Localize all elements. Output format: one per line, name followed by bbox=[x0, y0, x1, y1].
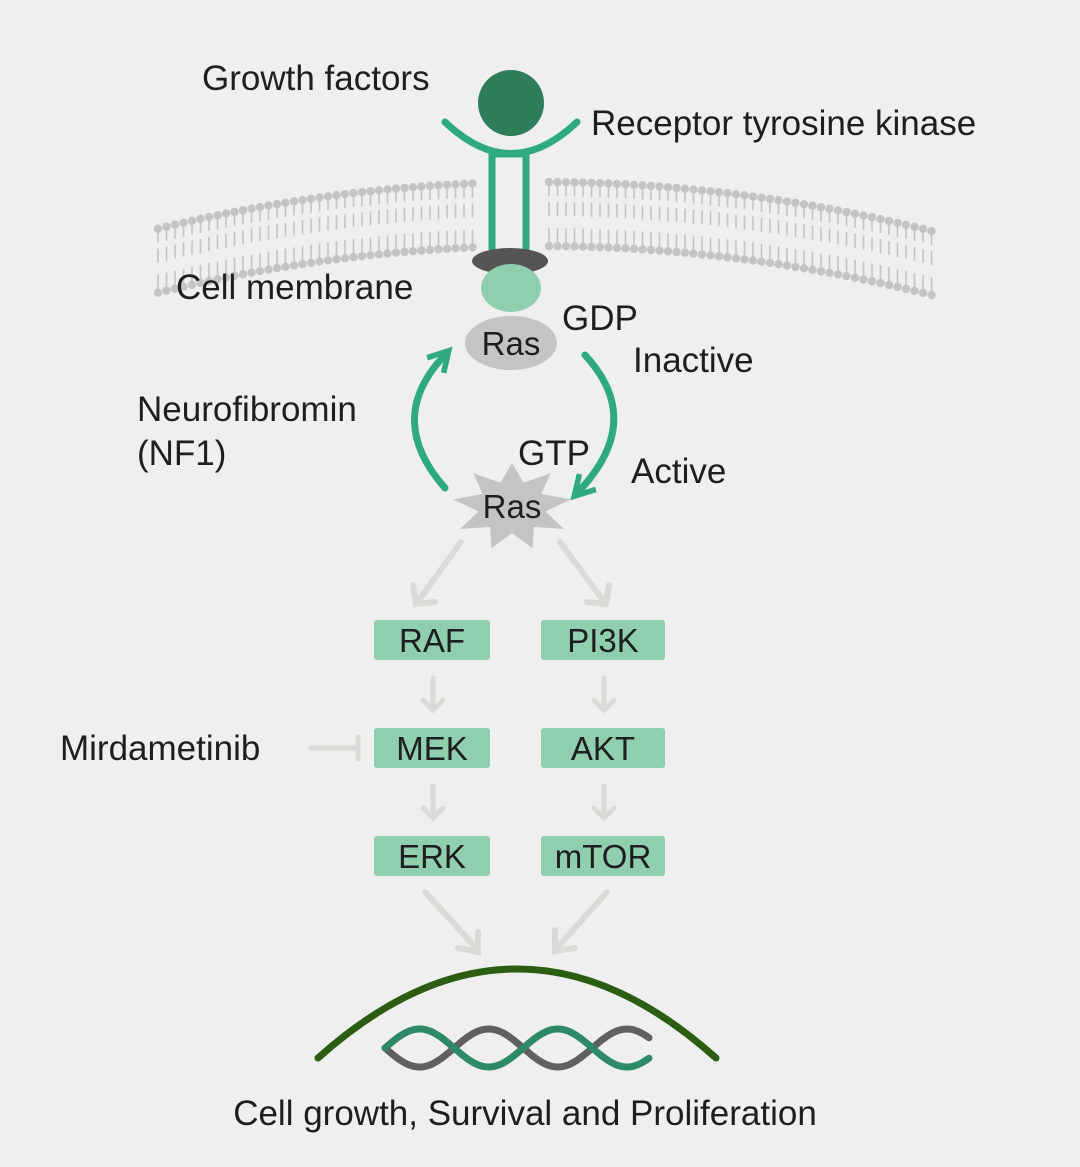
neurofibromin-label: Neurofibromin bbox=[137, 390, 357, 429]
erk-node bbox=[374, 836, 490, 876]
mek-label: MEK bbox=[396, 730, 468, 767]
nf1-label: (NF1) bbox=[137, 434, 226, 473]
pi3k-akt-mtor-pathway: PI3K AKT mTOR bbox=[541, 620, 665, 876]
mek-node bbox=[374, 728, 490, 768]
ras-output-arrows bbox=[410, 539, 612, 608]
pi3k-node bbox=[541, 620, 665, 660]
growth-factor-ligand bbox=[478, 70, 544, 136]
raf-mek-erk-pathway: RAF MEK ERK bbox=[374, 620, 490, 876]
pi3k-label: PI3K bbox=[567, 622, 639, 659]
gdp-label: GDP bbox=[562, 299, 638, 338]
cell-membrane-label: Cell membrane bbox=[176, 268, 413, 307]
mtor-label: mTOR bbox=[555, 838, 652, 875]
inactivation-arrow bbox=[411, 346, 453, 492]
mirdametinib-label: Mirdametinib bbox=[60, 729, 260, 768]
adaptor-protein bbox=[481, 264, 541, 312]
outcome-label: Cell growth, Survival and Proliferation bbox=[233, 1094, 817, 1133]
ras-inactive-label: Ras bbox=[482, 325, 541, 362]
receptor-label: Receptor tyrosine kinase bbox=[591, 104, 976, 143]
inactive-label: Inactive bbox=[633, 341, 754, 380]
active-label: Active bbox=[631, 452, 726, 491]
nucleus-envelope bbox=[314, 965, 720, 1062]
raf-node bbox=[374, 620, 490, 660]
raf-label: RAF bbox=[399, 622, 465, 659]
akt-label: AKT bbox=[571, 730, 635, 767]
ras-inactive-shape bbox=[465, 316, 557, 370]
receptor-kinase-domain bbox=[472, 248, 548, 274]
mtor-node bbox=[541, 836, 665, 876]
dna-strand-gray bbox=[381, 1025, 653, 1071]
gtp-label: GTP bbox=[518, 434, 590, 473]
dna-strand-green bbox=[381, 1025, 653, 1071]
inhibition-bar bbox=[308, 734, 361, 762]
cell-membrane-bilayer bbox=[153, 177, 936, 300]
erk-label: ERK bbox=[398, 838, 466, 875]
nucleus-input-arrows bbox=[422, 889, 610, 956]
ras-active-shape bbox=[452, 463, 572, 549]
dna-helix bbox=[381, 1025, 653, 1071]
receptor-tyrosine-kinase bbox=[441, 118, 581, 250]
activation-arrow bbox=[570, 351, 618, 501]
akt-node bbox=[541, 728, 665, 768]
growth-factors-label: Growth factors bbox=[202, 59, 430, 98]
ras-active-label: Ras bbox=[483, 488, 542, 525]
cascade-arrows bbox=[420, 675, 617, 822]
